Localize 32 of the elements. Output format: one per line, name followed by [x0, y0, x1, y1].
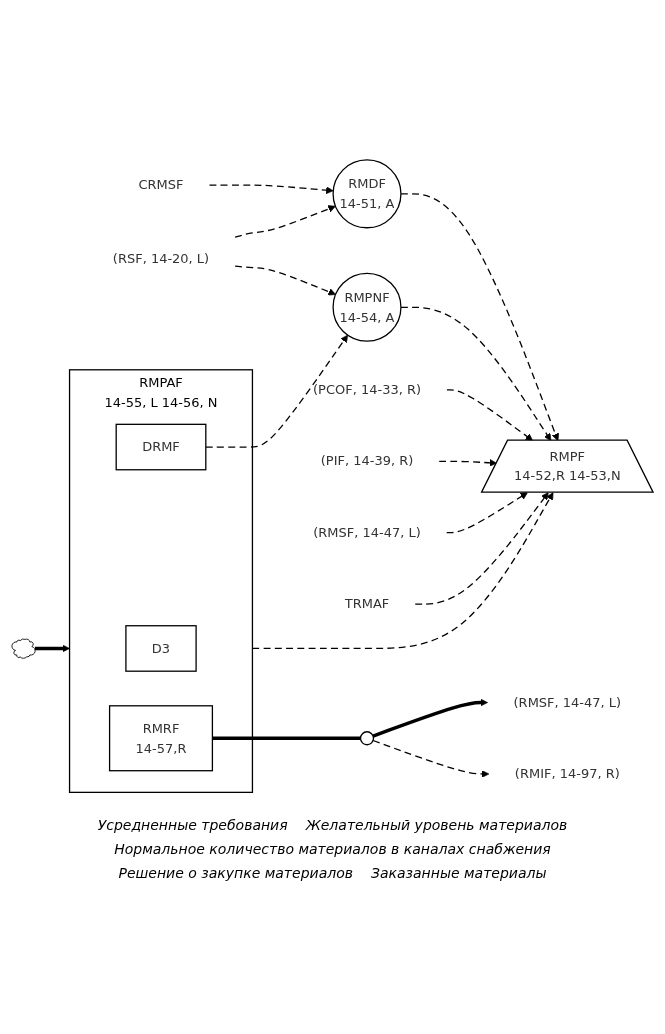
arrow	[234, 265, 336, 296]
node-text: (PIF, 14-39, R)	[320, 452, 414, 469]
node-text: TRMAF	[344, 595, 390, 612]
node-text: (RSF, 14-20, L)	[112, 250, 210, 267]
node-box: DRMF	[115, 423, 207, 471]
arrow	[251, 491, 554, 649]
arrow	[234, 204, 336, 238]
arrow	[34, 644, 70, 652]
arrow	[208, 184, 334, 194]
arrow	[438, 458, 497, 467]
node-text: (PCOF, 14-33, R)	[313, 381, 421, 398]
node-box: D3	[125, 624, 197, 672]
note-text: Нормальное количество материалов в каналах снабжения	[114, 841, 551, 858]
arrow	[414, 491, 549, 605]
connector	[212, 736, 361, 740]
arrow	[372, 739, 490, 778]
note-text: Решение о закупке материалов	[118, 865, 353, 882]
node-text: (RMIF, 14-97, R)	[514, 765, 620, 782]
node-circle: RMPNF 14-54, A	[332, 272, 402, 342]
node-text: (RMSF, 14-47, L)	[513, 694, 622, 710]
note-text: Желательный уровень материалов	[305, 817, 568, 834]
node-circle: RMDF 14-51, A	[332, 158, 402, 229]
node-box: RMRF 14-57,R	[108, 704, 214, 772]
node-cloud	[11, 638, 36, 659]
note-text: Усредненные требования	[97, 817, 288, 834]
arrow	[372, 698, 488, 738]
note-text: Заказанные материалы	[371, 865, 547, 882]
node-circle	[359, 730, 375, 746]
node-text: (RMSF, 14-47, L)	[313, 524, 421, 540]
node-text: CRMSF	[138, 176, 184, 193]
arrow	[205, 334, 348, 448]
arrow	[446, 491, 528, 534]
